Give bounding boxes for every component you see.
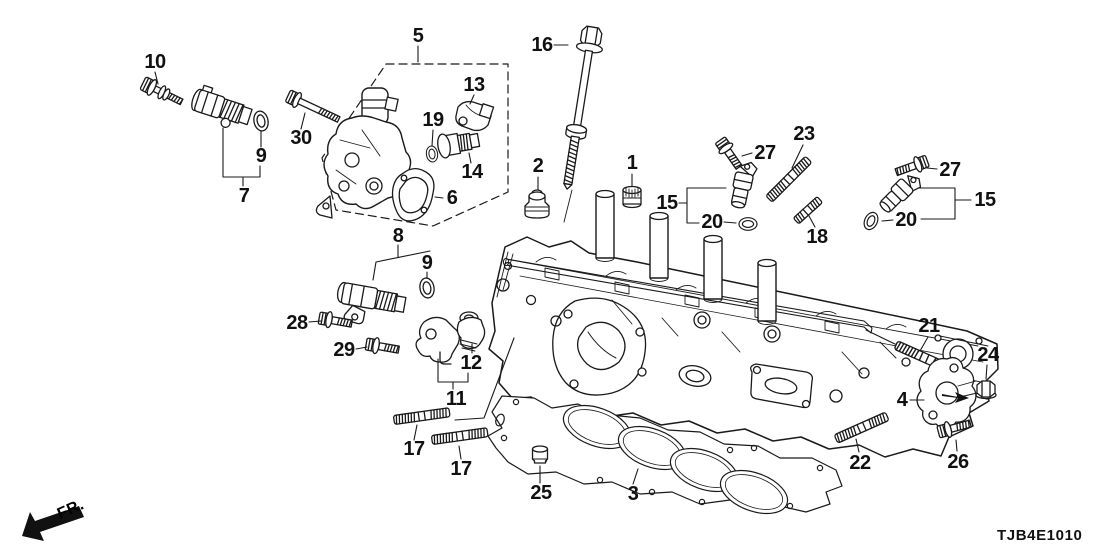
callout-13: 13 [463,74,485,96]
callout-1: 1 [626,152,638,174]
part-16-head-bolt-graphic [563,25,603,190]
callout-22: 22 [849,452,871,474]
part-18-stud-graphic [792,195,824,225]
callout-28: 28 [286,312,308,334]
callout-8: 8 [392,225,404,247]
part-9-oring-bottom-graphic [417,276,437,300]
callout-9: 9 [255,145,267,167]
callout-27: 27 [754,142,776,164]
part-30-bolt-graphic [285,89,341,123]
part-6-gasket-graphic [391,167,435,222]
callout-9: 9 [421,252,433,274]
part-3-head-gasket-graphic [487,395,843,515]
callout-12: 12 [460,352,482,374]
part-20-oring-a-graphic [738,217,758,231]
callout-4: 4 [896,389,908,411]
part-17-stud-b-graphic [430,427,489,446]
callout-21: 21 [918,315,940,337]
callout-16: 16 [531,34,553,56]
callout-29: 29 [333,339,355,361]
part-19-oring-graphic [424,144,440,164]
part-15-sensor-a-graphic [728,159,759,211]
part-14-valve-graphic [437,132,481,159]
part-17-stud-a-graphic [392,407,451,426]
part-27-bolt-a-graphic [712,134,747,173]
callout-20: 20 [701,211,723,233]
callout-15: 15 [974,189,996,211]
part-1-bushing-graphic [622,185,642,209]
assembly-5-boundary [321,63,509,227]
callout-18: 18 [806,226,828,248]
callout-7: 7 [238,185,250,207]
part-20-oring-b-graphic [860,209,882,233]
callout-26: 26 [947,451,969,473]
callout-30: 30 [290,127,312,149]
fr-direction-arrow-icon [22,506,84,541]
callout-6: 6 [446,187,458,209]
callout-17: 17 [450,458,472,480]
part-24-nut-graphic [975,380,997,400]
callout-11: 11 [445,388,467,410]
callout-24: 24 [977,344,999,366]
callout-14: 14 [461,161,483,183]
part-12-sensor-graphic [456,311,486,352]
callout-27: 27 [939,159,961,181]
callout-19: 19 [422,109,444,131]
part-11-sensor-graphic [415,316,460,365]
callout-20: 20 [895,209,917,231]
callout-17: 17 [403,438,425,460]
part-27-bolt-b-graphic [892,152,931,181]
part-9-oring-top-graphic [251,109,271,133]
part-10-bolt-graphic [139,76,184,106]
callout-2: 2 [532,155,544,177]
part-25-orifice-graphic [531,445,549,464]
callout-3: 3 [627,483,639,505]
callout-25: 25 [530,482,552,504]
part-29-bolt-graphic [364,335,401,359]
part-7-solenoid-valve-graphic [191,84,253,128]
callout-23: 23 [793,123,815,145]
part-13-sensor-graphic [455,100,495,132]
diagram-code: TJB4E1010 [997,527,1083,544]
callout-10: 10 [144,51,166,73]
part-2-seal-graphic [524,189,550,219]
leader-lines [154,44,988,485]
part-5-spool-valve-assembly-graphic [315,87,412,219]
callout-15: 15 [656,192,678,214]
callout-5: 5 [412,25,424,47]
part-4-plate-graphic [916,356,978,429]
